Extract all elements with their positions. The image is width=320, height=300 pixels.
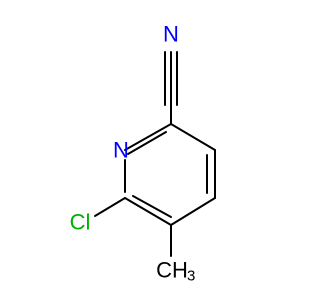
chlorine-label: Cl	[70, 210, 91, 235]
methyl-subscript: 3	[187, 268, 195, 285]
methyl-label: CH	[156, 258, 188, 283]
ring-bond-c6-c5	[124, 197, 172, 226]
chlorine-bond	[94, 197, 126, 217]
ring-bond-c2-n1	[124, 123, 172, 151]
pyridine-ring	[124, 123, 216, 226]
ring-nitrogen-label: N	[113, 138, 129, 163]
nitrile-triple-bond	[164, 51, 178, 106]
ring-bond-c6-c5-inner	[132, 195, 172, 218]
nitrile-nitrogen-label: N	[163, 22, 179, 47]
ring-bond-c3-c2	[170, 123, 216, 151]
ring-bond-c2-n1-inner	[127, 131, 167, 155]
ring-bond-c5-c4	[170, 197, 216, 226]
molecule-structure: N N Cl CH 3	[70, 22, 216, 285]
